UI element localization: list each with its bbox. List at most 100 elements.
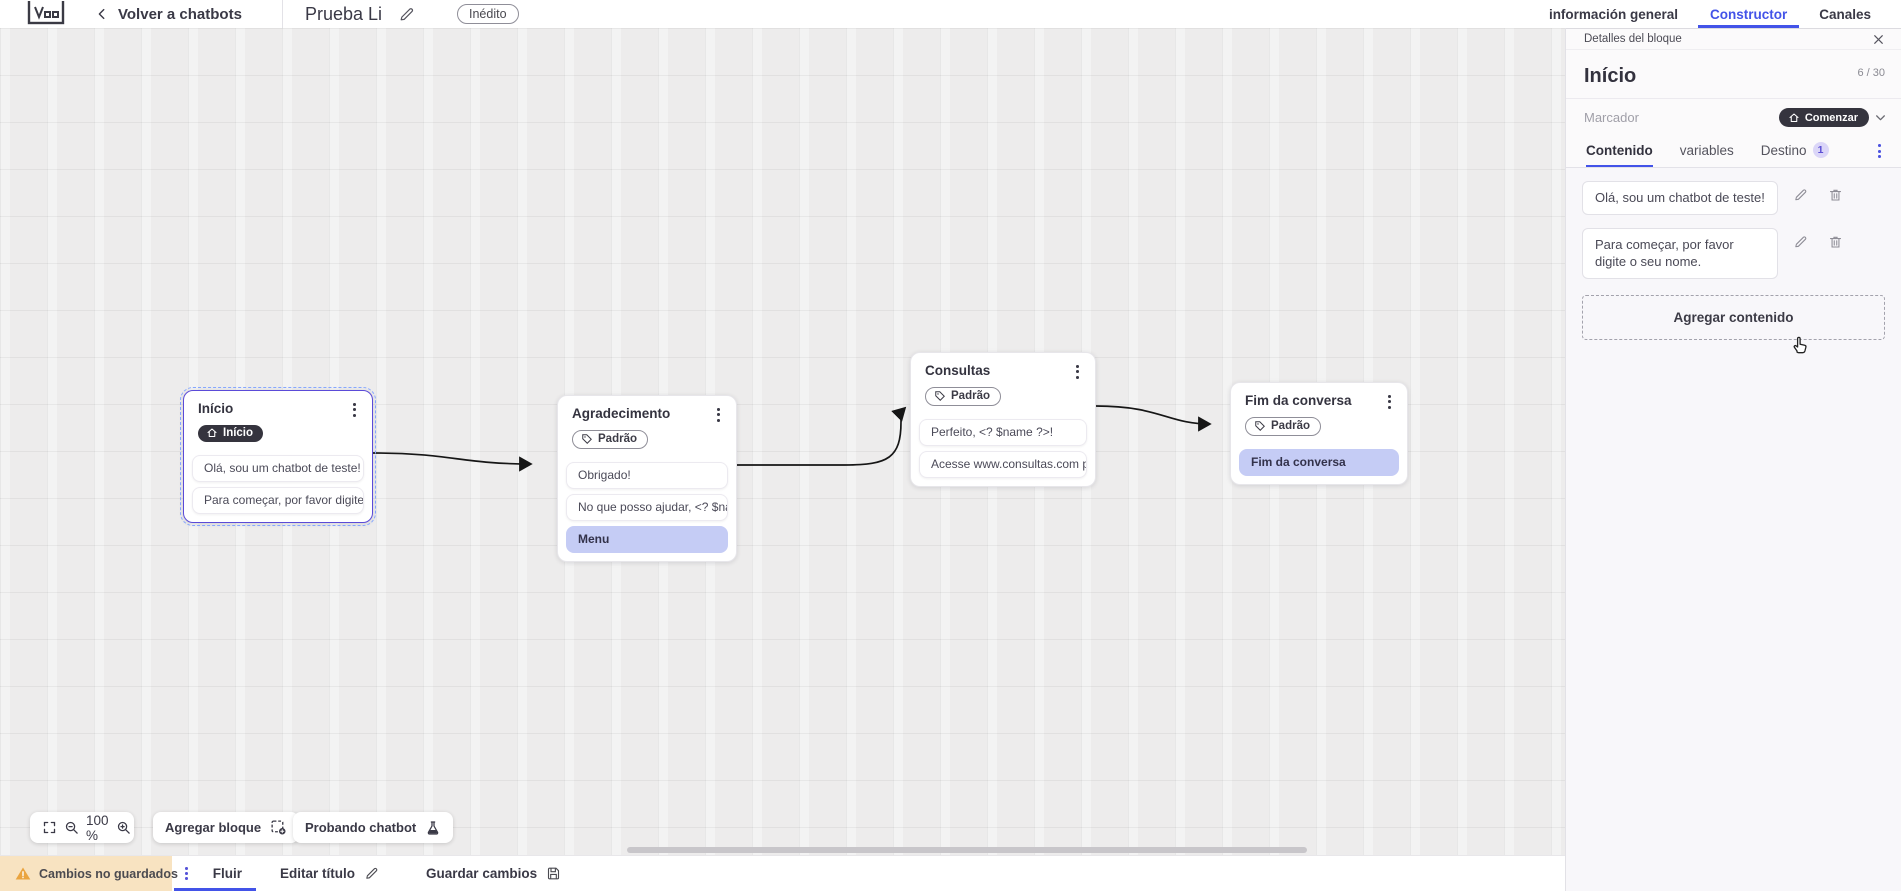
panel-menu-icon[interactable] (1874, 141, 1885, 161)
block-message-row[interactable]: Perfeito, <? $name ?>! (919, 418, 1087, 446)
tab-canales[interactable]: Canales (1819, 6, 1871, 22)
close-icon[interactable] (1872, 33, 1885, 46)
marker-label: Marcador (1584, 110, 1639, 125)
action-text: Menu (578, 532, 610, 547)
flow-menu-icon[interactable] (181, 864, 192, 884)
tab-constructor[interactable]: Constructor (1697, 0, 1800, 28)
add-block-label: Agregar bloque (165, 820, 262, 835)
delete-message-icon[interactable] (1828, 234, 1843, 250)
edit-message-icon[interactable] (1793, 187, 1808, 203)
logo-icon (27, 1, 65, 25)
block-menu-icon[interactable] (1384, 392, 1395, 412)
message-text: Acesse www.consultas.com par... (931, 457, 1086, 472)
block-name: Início (1584, 65, 1637, 87)
tag-icon (1255, 421, 1265, 432)
add-content-label: Agregar contenido (1673, 309, 1794, 325)
flow-block-consultas[interactable]: Consultas Padrão Perfeito, <? $name ?>! … (910, 352, 1096, 487)
home-icon (1789, 112, 1799, 122)
save-icon (548, 867, 560, 880)
content-message-row: Olá, sou um chatbot de teste! (1582, 181, 1885, 215)
block-title: Fim da conversa (1245, 393, 1352, 408)
block-message-row[interactable]: Obrigado! (566, 461, 728, 489)
block-badge-padrao: Padrão (925, 386, 1001, 406)
block-message-row[interactable]: Acesse www.consultas.com par... (919, 450, 1087, 478)
marker-select[interactable]: Comenzar (1778, 108, 1887, 127)
message-text: Olá, sou um chatbot de teste! (204, 461, 361, 476)
warning-icon (15, 867, 31, 880)
panel-title: Detalles del bloque (1584, 33, 1682, 45)
block-title: Consultas (925, 363, 991, 378)
flow-block-inicio[interactable]: Início Início Olá, sou um chatbot de tes… (180, 387, 376, 526)
block-menu-icon[interactable] (713, 405, 724, 425)
canvas-controls: 100 % Agregar bloque Probando chatbot (0, 812, 1565, 843)
message-text: Perfeito, <? $name ?>! (931, 425, 1054, 440)
unsaved-label: Cambios no guardados (39, 866, 178, 881)
block-message-row[interactable]: Para começar, por favor digite o ... (192, 486, 364, 514)
edit-message-icon[interactable] (1793, 234, 1808, 250)
zoom-out-icon[interactable] (64, 820, 79, 835)
tab-label: Contenido (1586, 143, 1653, 158)
canvas-horizontal-scrollbar[interactable] (627, 847, 1307, 853)
top-bar: Volver a chatbots Prueba Li Inédito info… (0, 0, 1901, 28)
edit-title-icon[interactable] (398, 6, 415, 23)
block-action-row-end[interactable]: Fim da conversa (1239, 448, 1399, 476)
marker-pill: Comenzar (1778, 108, 1869, 127)
tab-informacion-general[interactable]: información general (1548, 6, 1678, 22)
block-message-row[interactable]: Olá, sou um chatbot de teste! (192, 454, 364, 482)
message-text: No que posso ajudar, <? $name ... (578, 500, 727, 515)
back-to-chatbots[interactable]: Volver a chatbots (95, 6, 242, 23)
block-badge-padrao: Padrão (572, 429, 648, 449)
home-icon (207, 428, 217, 438)
tab-destino[interactable]: Destino 1 (1761, 142, 1829, 167)
zoom-level: 100 % (86, 812, 109, 843)
block-badge-padrao: Padrão (1245, 416, 1321, 436)
add-content-button[interactable]: Agregar contenido (1582, 294, 1885, 340)
unsaved-changes-chip: Cambios no guardados (0, 855, 178, 891)
content-message-row: Para começar, por favor digite o seu nom… (1582, 227, 1885, 279)
fullscreen-icon[interactable] (42, 820, 57, 835)
save-changes-label: Guardar cambios (426, 866, 538, 881)
save-changes-button[interactable]: Guardar cambios (426, 866, 561, 881)
block-action-row-menu[interactable]: Menu (566, 525, 728, 553)
block-name-row: Início 6 / 30 (1566, 50, 1901, 99)
flow-block-fim-da-conversa[interactable]: Fim da conversa Padrão Fim da conversa (1230, 382, 1408, 485)
chevron-down-icon (1876, 115, 1885, 121)
flow-block-agradecimento[interactable]: Agradecimento Padrão Obrigado! No que po… (557, 395, 737, 562)
block-message-row[interactable]: No que posso ajudar, <? $name ... (566, 493, 728, 521)
zoom-toolbar: 100 % (30, 812, 134, 843)
tab-contenido[interactable]: Contenido (1586, 143, 1653, 167)
tag-icon (935, 391, 945, 402)
add-block-icon (271, 820, 286, 835)
test-chatbot-button[interactable]: Probando chatbot (293, 812, 454, 843)
char-counter: 6 / 30 (1857, 67, 1885, 79)
header-tabs: información general Constructor Canales (1547, 0, 1873, 28)
message-card[interactable]: Olá, sou um chatbot de teste! (1582, 181, 1778, 215)
panel-tabs: Contenido variables Destino 1 (1566, 136, 1901, 168)
back-label: Volver a chatbots (118, 5, 242, 23)
block-badge-inicio: Início (198, 424, 264, 442)
destino-count-badge: 1 (1812, 142, 1829, 158)
tab-variables[interactable]: variables (1680, 143, 1734, 167)
flask-icon (427, 820, 439, 835)
delete-message-icon[interactable] (1828, 187, 1843, 203)
message-card[interactable]: Para começar, por favor digite o seu nom… (1582, 227, 1778, 279)
tab-fluir[interactable]: Fluir (212, 866, 243, 881)
tab-label: variables (1679, 143, 1734, 158)
action-text: Fim da conversa (1251, 455, 1346, 470)
divider (281, 0, 283, 28)
block-menu-icon[interactable] (349, 400, 360, 420)
add-block-button[interactable]: Agregar bloque (153, 812, 300, 843)
zoom-in-icon[interactable] (116, 820, 131, 835)
edit-title-button[interactable]: Editar título (280, 866, 379, 881)
message-text: Para começar, por favor digite o ... (204, 493, 364, 508)
tab-label: Destino (1760, 142, 1807, 158)
app-logo[interactable] (27, 1, 67, 27)
panel-header: Detalles del bloque (1566, 28, 1901, 50)
message-text: Obrigado! (578, 468, 631, 483)
bottom-bar: Cambios no guardados Fluir Editar título… (0, 855, 1565, 891)
flow-canvas[interactable]: Início Início Olá, sou um chatbot de tes… (0, 28, 1565, 855)
block-menu-icon[interactable] (1072, 362, 1083, 382)
chatbot-title: Prueba Li (304, 3, 382, 24)
chevron-left-icon (98, 8, 105, 20)
